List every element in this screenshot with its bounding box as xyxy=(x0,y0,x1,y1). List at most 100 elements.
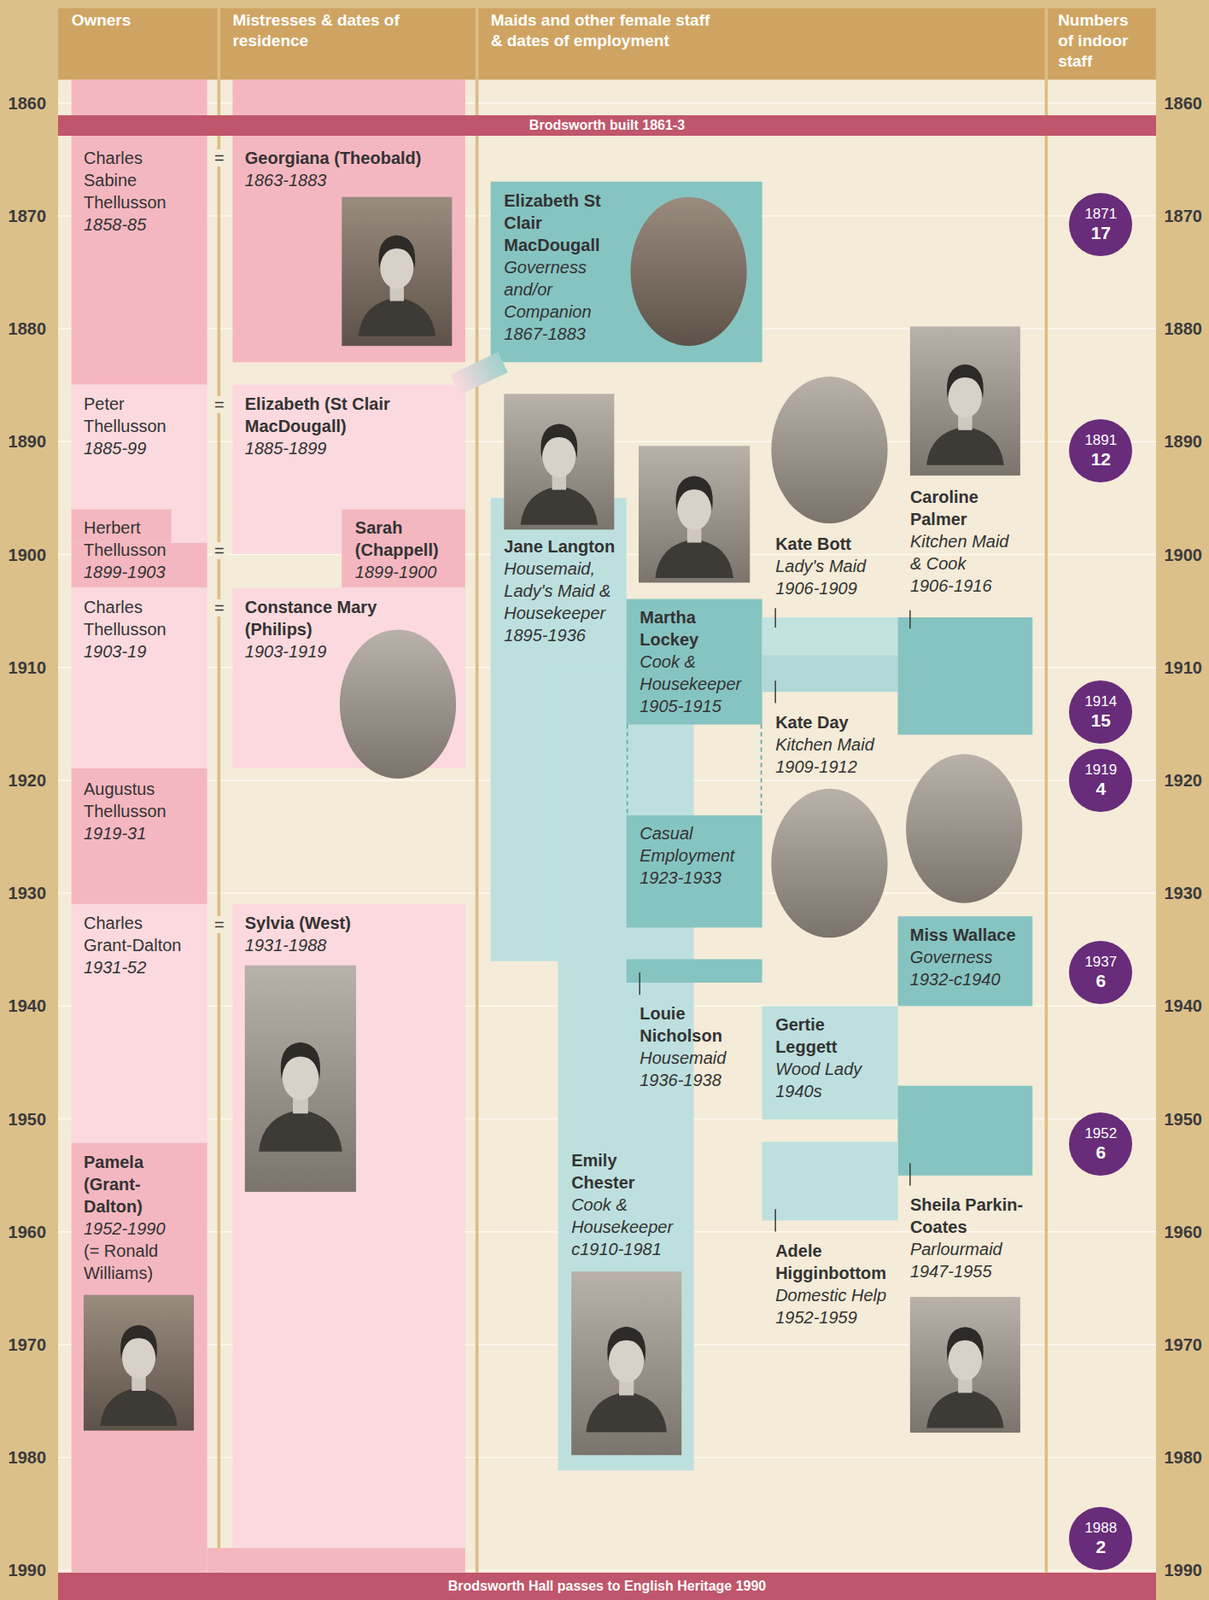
detail-text: Housemaid xyxy=(639,1046,754,1069)
staff-count: 15 xyxy=(1091,710,1111,731)
year-label: 1920 xyxy=(8,770,47,791)
leader-tick xyxy=(774,680,776,703)
year-label: 1940 xyxy=(1163,995,1203,1017)
detail-text: c1910-1981 xyxy=(571,1238,679,1261)
detail-text: 1906-1916 xyxy=(910,574,1017,597)
census-year: 1937 xyxy=(1084,953,1117,971)
detail-text: Kitchen Maid xyxy=(775,733,890,756)
detail-text: Cook & Housekeeper xyxy=(571,1193,679,1239)
timeline-box: Kate BottLady's Maid1906-1909 xyxy=(775,532,890,605)
detail-text: 1936-1938 xyxy=(639,1068,754,1092)
detail-text: 1940s xyxy=(775,1080,890,1103)
portrait-photo xyxy=(83,1295,194,1431)
detail-text: 1899-1900 xyxy=(355,560,462,584)
staff-count: 17 xyxy=(1091,222,1111,244)
year-label: 1870 xyxy=(8,205,47,227)
year-label: 1890 xyxy=(1163,431,1203,452)
portrait-photo xyxy=(638,445,750,583)
portrait-figure xyxy=(585,1326,667,1433)
leader-tick xyxy=(909,610,911,630)
detail-text: Governess and/or Companion xyxy=(503,256,624,323)
portrait-photo xyxy=(630,197,747,346)
equals-sign: = xyxy=(212,916,227,934)
name-text: Caroline Palmer xyxy=(910,485,1017,531)
year-label: 1910 xyxy=(1163,657,1203,678)
portrait-photo xyxy=(905,753,1023,903)
portrait-figure xyxy=(926,364,1004,466)
equals-sign: = xyxy=(212,396,227,414)
portrait-figure xyxy=(258,1042,343,1152)
timeline-box: Casual Employment1923-1933 xyxy=(626,815,763,928)
portrait-photo xyxy=(339,629,456,778)
staff-bar xyxy=(762,1005,899,1120)
timeline-box: Herbert Thellusson1899-1903 xyxy=(71,508,208,588)
year-label: 1880 xyxy=(1163,318,1203,339)
detail-text: Domestic Help xyxy=(775,1284,900,1307)
staff-count: 4 xyxy=(1095,778,1106,800)
owner-bar xyxy=(207,1547,466,1573)
detail-text: 1867-1883 xyxy=(503,322,624,345)
name-text: Emily Chester xyxy=(571,1149,679,1194)
mistress-bar xyxy=(232,385,465,510)
portrait-photo xyxy=(245,965,357,1192)
year-label: 1920 xyxy=(1163,770,1203,791)
detail-text: 1952-1959 xyxy=(775,1306,900,1329)
name-text: Miss Wallace xyxy=(910,923,1025,947)
year-label: 1900 xyxy=(1163,544,1203,566)
timeline-box: Adele HigginbottomDomestic Help1952-1959 xyxy=(775,1239,900,1338)
portrait-photo xyxy=(910,326,1021,475)
owner-bar xyxy=(71,385,208,510)
portrait-figure xyxy=(99,1325,177,1426)
timeline-box: Pamela (Grant-Dalton)1952-1990(= Ronald … xyxy=(71,1143,208,1573)
staff-count: 2 xyxy=(1095,1536,1106,1558)
year-label: 1980 xyxy=(8,1447,47,1468)
detail-text: 1885-99 xyxy=(83,437,191,460)
detail-text: Kitchen Maid & Cook xyxy=(910,530,1017,575)
owner-bar xyxy=(71,79,208,116)
name-text: Sarah (Chappell) xyxy=(355,516,462,561)
year-label: 1910 xyxy=(8,657,47,678)
staff-bar xyxy=(626,958,763,982)
timeline-box: Elizabeth St Clair MacDougallGoverness a… xyxy=(490,181,763,363)
census-year: 1919 xyxy=(1084,761,1117,779)
name-text: Constance Mary (Philips) xyxy=(245,595,408,641)
detail-text: 1903-1919 xyxy=(245,640,408,663)
detail-text: 1909-1912 xyxy=(775,755,890,778)
leader-tick xyxy=(774,607,776,628)
header-band xyxy=(58,8,1157,81)
staff-bar xyxy=(490,181,763,363)
staff-count-circle: 19882 xyxy=(1068,1506,1133,1571)
timeline-box: Martha LockeyCook & Housekeeper1905-1915 xyxy=(626,599,763,725)
detail-text: 1923-1933 xyxy=(639,866,751,889)
detail-text: 1931-52 xyxy=(83,956,191,979)
name-text: Adele Higginbottom xyxy=(775,1239,900,1285)
mistress-bar xyxy=(232,135,465,363)
detail-text: 1885-1899 xyxy=(245,437,442,460)
mistress-bar xyxy=(232,904,465,1548)
timeline-box: Miss WallaceGoverness1932-c1940 xyxy=(898,916,1034,1006)
event-band: Brodsworth Hall passes to English Herita… xyxy=(58,1572,1157,1600)
leader-ticks xyxy=(639,607,911,1232)
name-text: Peter Thellusson xyxy=(83,392,191,438)
year-label: 1970 xyxy=(8,1334,47,1356)
staff-count: 6 xyxy=(1095,1142,1106,1163)
column-heading: Mistresses & dates of residence xyxy=(232,10,433,52)
column-heading: Numbers of indoor staff xyxy=(1057,10,1144,72)
portrait-photo xyxy=(571,1271,682,1455)
timeline-box: Emily ChesterCook & Housekeeperc1910-198… xyxy=(571,1149,679,1267)
owner-bar xyxy=(71,1143,208,1573)
detail-text: 1903-19 xyxy=(83,640,191,663)
timeline-box: Sylvia (West)1931-1988 xyxy=(232,904,465,1548)
timeline-box: Peter Thellusson1885-99 xyxy=(71,385,208,510)
owner-bar xyxy=(171,508,208,543)
timeline-box: Louie NicholsonHousemaid1936-1938 xyxy=(639,1002,754,1100)
census-year: 1952 xyxy=(1084,1125,1117,1143)
gridline xyxy=(58,102,1157,104)
detail-text: 1863-1883 xyxy=(245,169,459,192)
name-text: Pamela (Grant-Dalton) xyxy=(83,1150,191,1218)
detail-text: 1947-1955 xyxy=(910,1260,1034,1283)
staff-count-circle: 187117 xyxy=(1068,192,1133,257)
year-label: 1890 xyxy=(8,431,47,452)
